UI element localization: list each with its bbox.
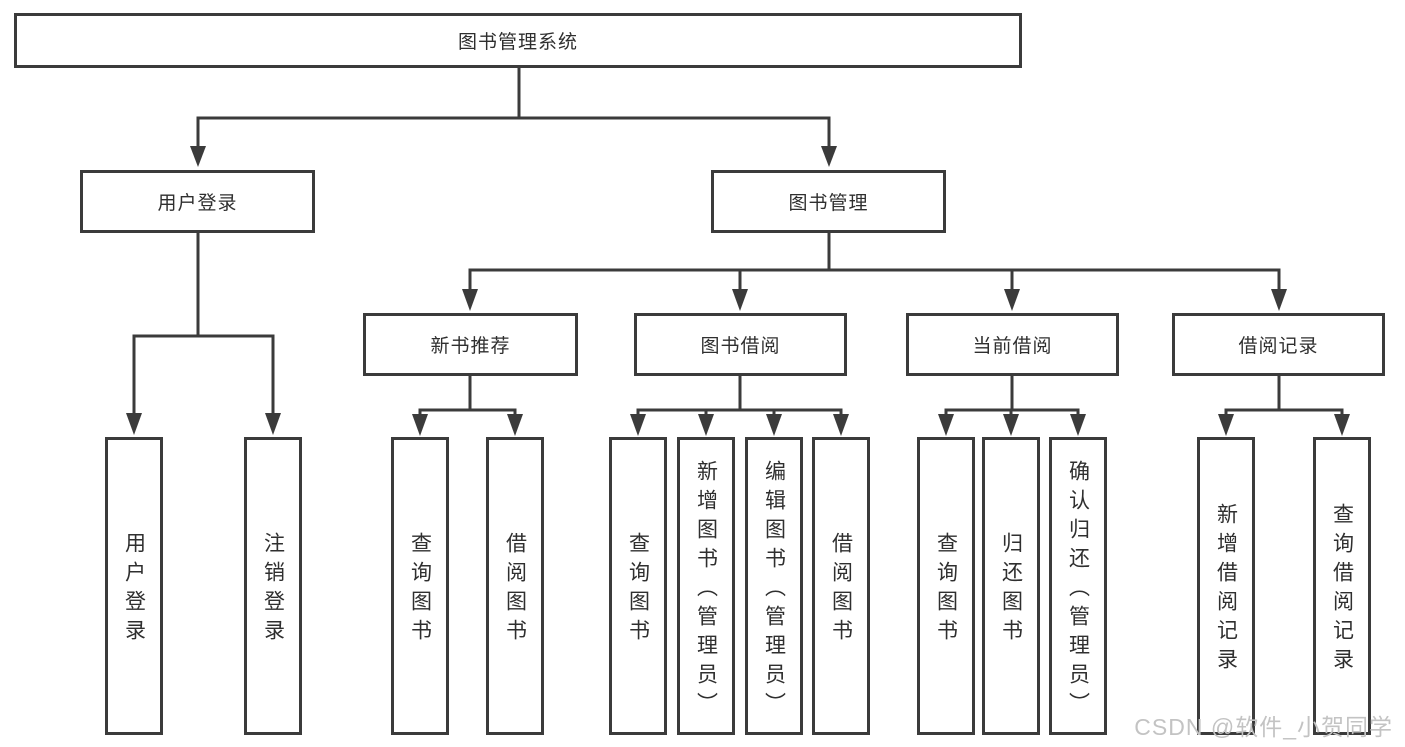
node-label: 当前借阅: [972, 336, 1053, 357]
leaf-confirm-return-admin: 确认归还（管理员）: [1049, 437, 1107, 735]
leaf-label: 查询图书: [408, 532, 432, 648]
node-current-borrow: 当前借阅: [906, 313, 1119, 376]
leaf-borrow-books: 借阅图书: [812, 437, 870, 735]
leaf-label: 注销登录: [261, 532, 285, 648]
csdn-watermark: CSDN @软件_小贺同学: [1134, 714, 1393, 740]
leaf-return-books: 归还图书: [982, 437, 1040, 735]
node-book-borrow: 图书借阅: [634, 313, 847, 376]
node-label: 新书推荐: [430, 336, 511, 357]
connector-book-management-to-level3: [462, 233, 1287, 311]
leaf-edit-books-admin: 编辑图书（管理员）: [745, 437, 803, 735]
node-user-login: 用户登录: [80, 170, 315, 233]
leaf-borrow-query-books: 查询图书: [609, 437, 667, 735]
leaf-add-books-admin: 新增图书（管理员）: [677, 437, 735, 735]
connector-user-login-to-leaves: [126, 233, 281, 435]
leaf-label: 查询图书: [934, 532, 958, 648]
node-label: 借阅记录: [1238, 336, 1319, 357]
node-book-management: 图书管理: [711, 170, 946, 233]
node-library-management-system: 图书管理系统: [14, 13, 1022, 68]
leaf-label: 借阅图书: [503, 532, 527, 648]
leaf-logout: 注销登录: [244, 437, 302, 735]
leaf-label: 查询借阅记录: [1330, 503, 1354, 677]
leaf-label: 归还图书: [999, 532, 1023, 648]
leaf-label: 新增借阅记录: [1214, 503, 1238, 677]
leaf-label: 用户登录: [122, 532, 146, 648]
leaf-add-borrow-record: 新增借阅记录: [1197, 437, 1255, 735]
leaf-label: 新增图书（管理员）: [694, 459, 718, 721]
node-new-book-recommend: 新书推荐: [363, 313, 578, 376]
leaf-label: 编辑图书（管理员）: [762, 459, 786, 721]
leaf-recommend-query-books: 查询图书: [391, 437, 449, 735]
leaf-label: 查询图书: [626, 532, 650, 648]
leaf-label: 借阅图书: [829, 532, 853, 648]
node-label: 图书管理系统: [457, 32, 578, 53]
leaf-user-login: 用户登录: [105, 437, 163, 735]
leaf-query-borrow-record: 查询借阅记录: [1313, 437, 1371, 735]
node-borrow-records: 借阅记录: [1172, 313, 1385, 376]
node-label: 用户登录: [157, 193, 238, 214]
node-label: 图书管理: [788, 193, 869, 214]
leaf-label: 确认归还（管理员）: [1066, 459, 1090, 721]
connector-new-book-recommend-to-leaves: [412, 376, 523, 436]
connector-current-borrow-to-leaves: [938, 376, 1086, 436]
connector-root-to-level2: [190, 68, 837, 167]
leaf-recommend-borrow-books: 借阅图书: [486, 437, 544, 735]
leaf-current-query-books: 查询图书: [917, 437, 975, 735]
node-label: 图书借阅: [700, 336, 781, 357]
connector-book-borrow-to-leaves: [630, 376, 849, 436]
connector-borrow-records-to-leaves: [1218, 376, 1350, 436]
